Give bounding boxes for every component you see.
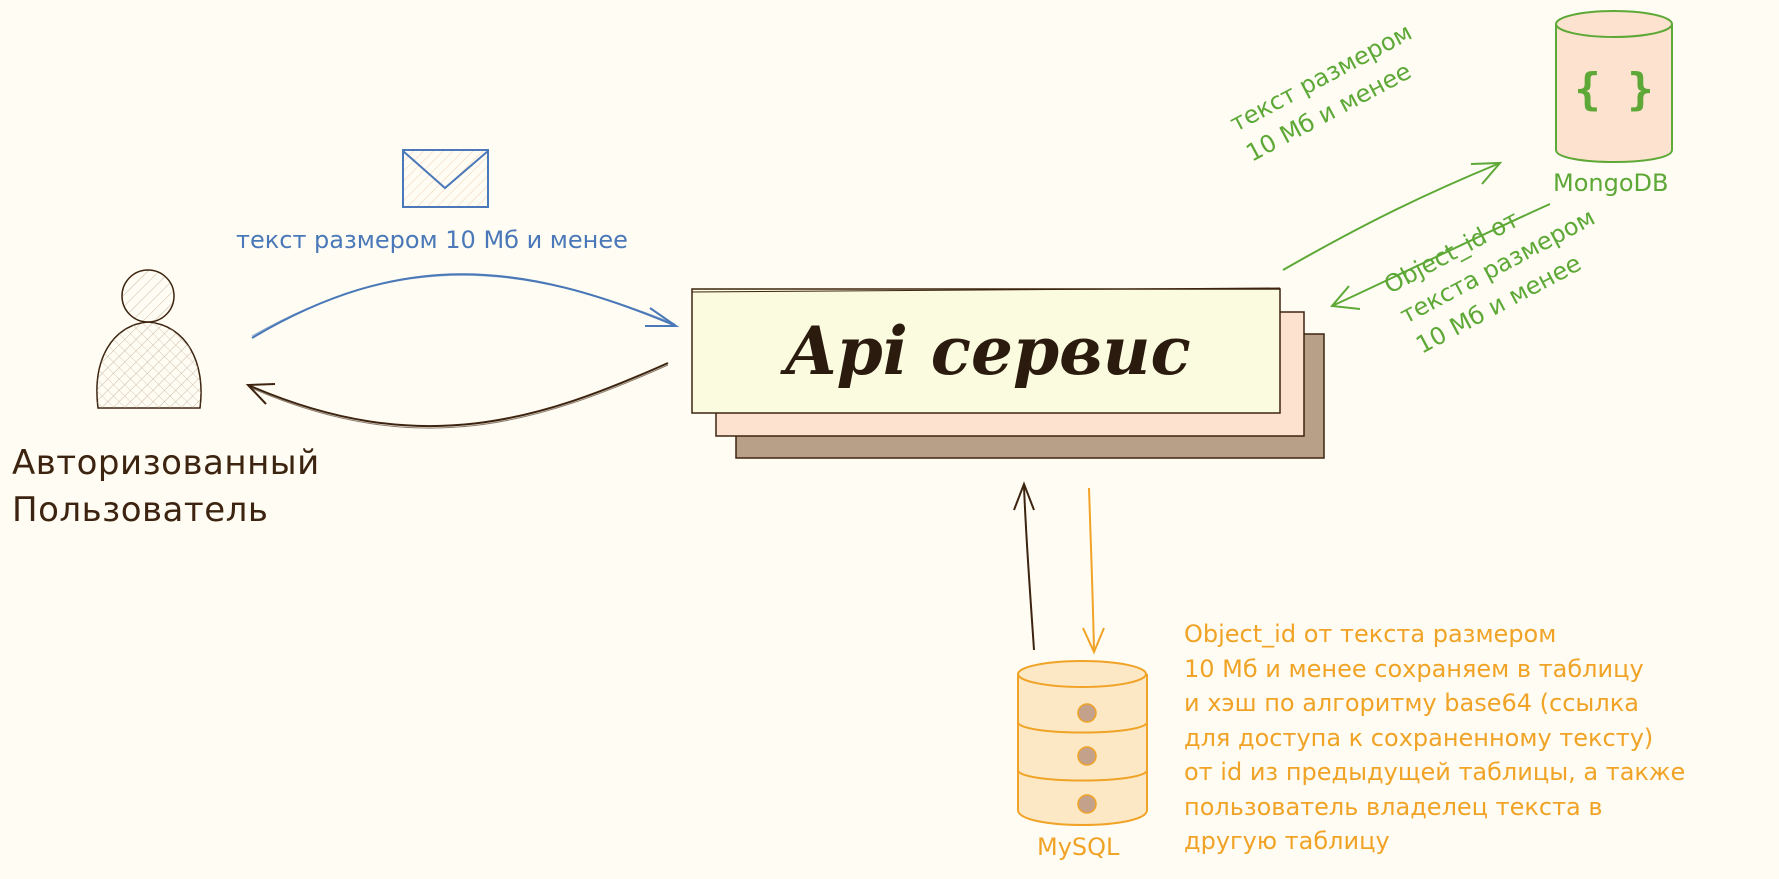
arrow-api-to-user [245,362,669,429]
mysql-note: Object_id от текста размером 10 Мб и мен… [1184,620,1686,855]
mongodb-cylinder: { } [1555,10,1673,163]
arrow-api-to-mongo [1282,161,1503,271]
arrow-mysql-to-api [1013,481,1035,651]
mongodb-label: MongoDB [1553,169,1669,197]
arrow-api-to-mysql [1082,487,1105,655]
mongodb-braces-icon: { } [1574,64,1653,115]
user-label: Авторизованный Пользователь [12,443,320,530]
arrow-user-to-api [251,273,680,339]
mysql-database-icon [1017,660,1148,826]
api-service-box [691,287,1325,459]
mysql-label: MySQL [1037,833,1120,861]
user-to-api-label: текст размером 10 Мб и менее [236,226,628,254]
user-icon [96,269,202,409]
envelope-icon [402,149,489,208]
api-service-title: Api сервис [785,312,1191,390]
arrow-mongo-to-api [1330,203,1551,310]
